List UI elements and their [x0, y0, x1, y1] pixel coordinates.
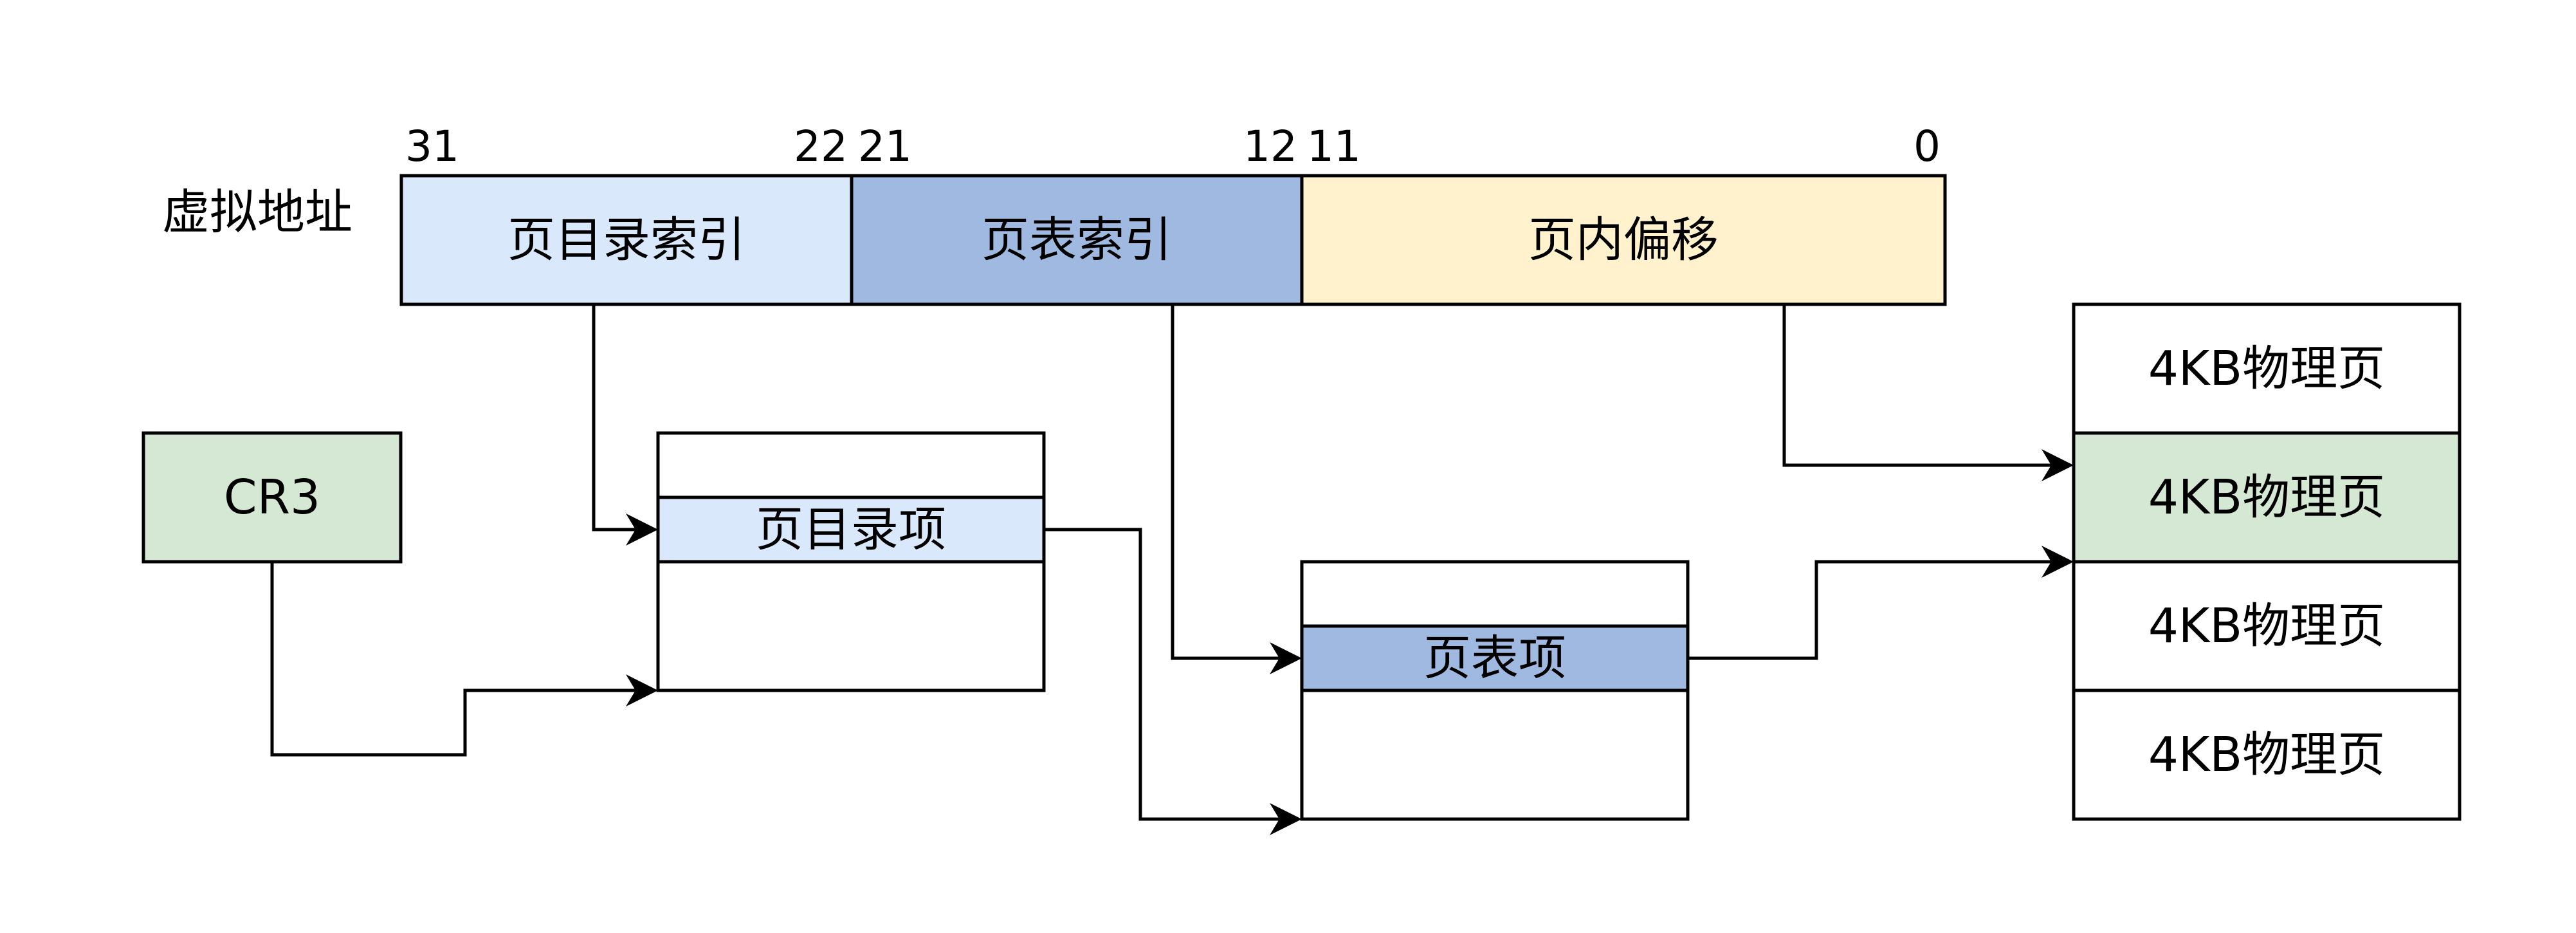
bit-31-label: 31 — [405, 122, 459, 171]
page-table-index-label: 页表索引 — [982, 212, 1172, 268]
page-directory-entry-label: 页目录项 — [756, 502, 946, 557]
physical-page: 4KB物理页 — [2072, 688, 2462, 821]
offset-arrow — [1782, 304, 2074, 481]
virtual-address-label: 虚拟地址 — [162, 185, 352, 240]
physical-page-label: 4KB物理页 — [2148, 598, 2385, 654]
cr3-label: CR3 — [224, 470, 320, 525]
table-index-arrow — [1171, 304, 1302, 674]
page-table-entry-label: 页表项 — [1423, 631, 1566, 686]
cr3-arrow — [270, 562, 658, 757]
physical-page-label: 4KB物理页 — [2148, 727, 2385, 782]
page-table: 页表项 — [1300, 560, 1690, 821]
cr3-register-box: CR3 — [142, 431, 403, 564]
physical-page: 4KB物理页 — [2072, 302, 2462, 435]
directory-entry-arrow — [1044, 528, 1302, 835]
physical-page-label: 4KB物理页 — [2148, 341, 2385, 396]
page-directory-index-label: 页目录索引 — [507, 212, 745, 268]
bit-12-label: 12 — [1243, 122, 1297, 171]
page-directory-table: 页目录项 — [656, 431, 1046, 692]
bit-22-label: 22 — [794, 122, 848, 171]
directory-index-arrow — [592, 304, 658, 546]
physical-pages-stack: 4KB物理页 4KB物理页 4KB物理页 4KB物理页 — [2072, 302, 2462, 821]
bit-21-label: 21 — [858, 122, 912, 171]
page-table-entry — [1300, 624, 1690, 692]
physical-page-highlighted: 4KB物理页 — [2072, 431, 2462, 564]
bit-11-label: 11 — [1307, 122, 1361, 171]
page-table-index-field: 页表索引 — [850, 174, 1304, 306]
page-offset-field: 页内偏移 — [1300, 174, 1947, 306]
table-entry-arrow — [1688, 546, 2074, 660]
physical-page: 4KB物理页 — [2072, 560, 2462, 692]
page-directory-entry — [656, 495, 1046, 564]
page-offset-label: 页内偏移 — [1528, 212, 1719, 268]
page-directory-index-field: 页目录索引 — [399, 174, 854, 306]
bit-0-label: 0 — [1914, 122, 1941, 171]
physical-page-label: 4KB物理页 — [2148, 470, 2385, 525]
